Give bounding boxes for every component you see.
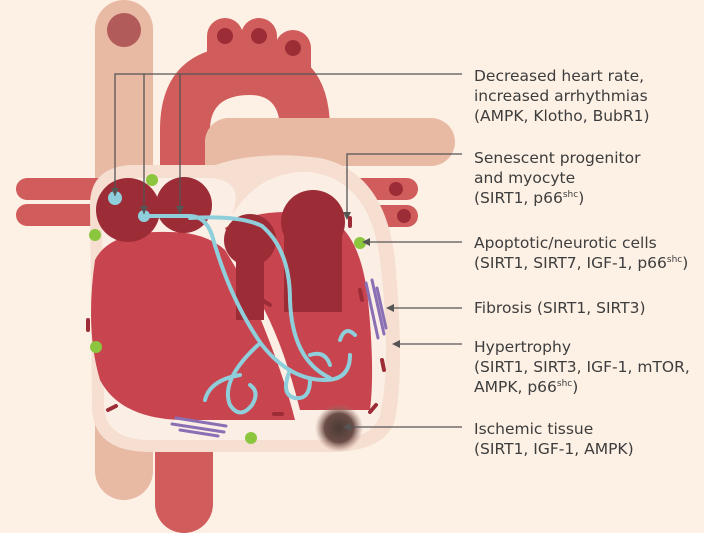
vena-cava-opening	[107, 13, 141, 47]
arch-branch-3	[275, 30, 311, 85]
annotation-line: AMPK, p66	[474, 378, 557, 396]
superscript: shc	[563, 190, 578, 200]
annotation-line: increased arrhythmias	[474, 86, 650, 106]
arch-branch-2	[241, 18, 277, 78]
annotation-fibrosis: Fibrosis (SIRT1, SIRT3)	[474, 298, 646, 318]
annotation-line: Apoptotic/neurotic cells	[474, 233, 688, 253]
annotation-hypertrophy: Hypertrophy (SIRT1, SIRT3, IGF-1, mTOR, …	[474, 337, 690, 397]
annotation-heart-rate: Decreased heart rate, increased arrhythm…	[474, 66, 650, 126]
superscript: shc	[667, 255, 682, 265]
annotation-line: (SIRT1, SIRT3, IGF-1, mTOR,	[474, 357, 690, 377]
annotation-line: (SIRT1, p66	[474, 189, 563, 207]
apoptotic-cell	[90, 341, 102, 353]
right-atrium-chamber	[96, 178, 160, 242]
annotation-line: Hypertrophy	[474, 337, 690, 357]
annotation-line: (SIRT1, SIRT7, IGF-1, p66	[474, 254, 667, 272]
left-atrium-chamber	[156, 177, 212, 233]
apoptotic-cell	[245, 432, 257, 444]
annotation-ischemic: Ischemic tissue (SIRT1, IGF-1, AMPK)	[474, 419, 634, 459]
suffix: )	[572, 378, 578, 396]
ischemic-tissue	[315, 404, 363, 452]
annotation-line: Ischemic tissue	[474, 419, 634, 439]
apoptotic-cell	[89, 229, 101, 241]
annotation-apoptotic: Apoptotic/neurotic cells (SIRT1, SIRT7, …	[474, 233, 688, 273]
annotation-line: Senescent progenitor	[474, 148, 641, 168]
annotation-line: (SIRT1, IGF-1, AMPK)	[474, 439, 634, 459]
annotation-line: and myocyte	[474, 168, 641, 188]
annotation-line: Decreased heart rate,	[474, 66, 650, 86]
suffix: )	[682, 254, 688, 272]
annotation-line: Fibrosis (SIRT1, SIRT3)	[474, 298, 646, 318]
annotation-line: (AMPK, Klotho, BubR1)	[474, 106, 650, 126]
annotation-senescent: Senescent progenitor and myocyte (SIRT1,…	[474, 148, 641, 208]
suffix: )	[578, 189, 584, 207]
apoptotic-cell	[146, 174, 158, 186]
arch-branch-1	[207, 18, 243, 78]
superscript: shc	[557, 379, 572, 389]
